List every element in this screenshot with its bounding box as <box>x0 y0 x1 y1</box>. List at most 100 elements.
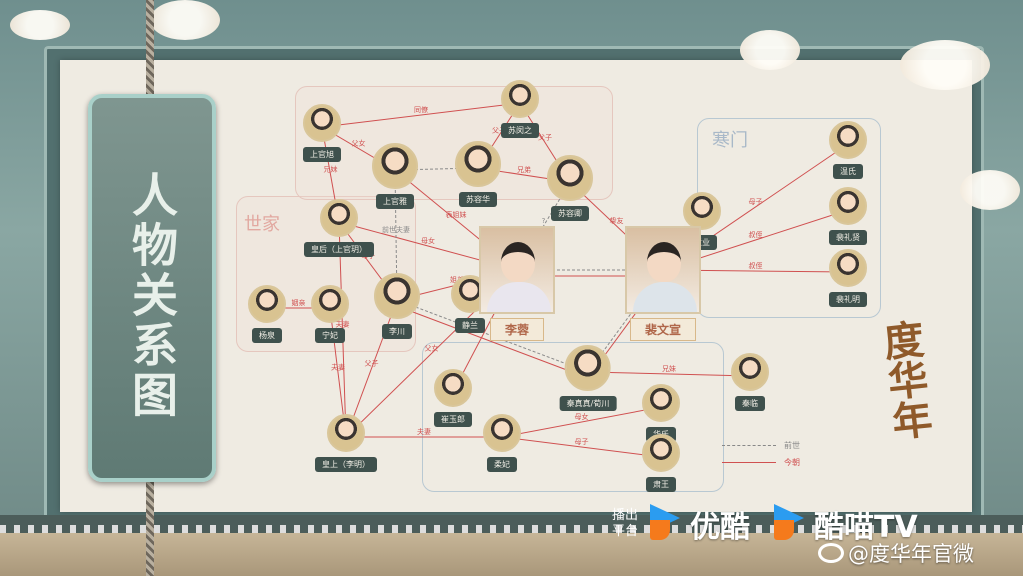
edge-qin_zhenzhen-qin_lin <box>587 371 751 377</box>
blossom-decoration <box>10 10 70 40</box>
legend-past-label: 前世 <box>784 441 800 450</box>
page-title: 人物关系图 <box>125 171 179 421</box>
platform-label: 播出平台 <box>612 508 638 540</box>
edge-li_chuan-qin_zhenzhen <box>396 305 589 379</box>
edge-label: 父子 <box>538 134 552 142</box>
character-node-huang_shang[interactable]: 皇上（李明） <box>315 414 377 472</box>
character-node-qin_zhenzhen[interactable]: 秦真真/荀川 <box>559 345 617 411</box>
character-portrait <box>434 369 472 407</box>
edge-label: 姻亲 <box>292 298 306 307</box>
palace-wall <box>0 515 1023 576</box>
edge-shangguan_xu-su_minzhi <box>321 102 521 128</box>
zone-palace <box>422 342 724 492</box>
character-portrait <box>642 434 680 472</box>
character-node-rou_fei[interactable]: 柔妃 <box>483 414 521 472</box>
title-plaque: 人物关系图 <box>88 94 216 482</box>
blossom-decoration <box>960 170 1020 210</box>
character-name: 上官旭 <box>303 147 341 162</box>
character-node-su_ronghua[interactable]: 苏容华 <box>455 141 501 207</box>
platform-label-line2: 平台 <box>612 524 639 539</box>
character-name: 上官雅 <box>376 194 414 209</box>
kumiao-logo-icon <box>774 504 808 544</box>
legend-past: 前世 <box>722 440 800 451</box>
edge-label: 夫妻 <box>331 363 345 372</box>
character-portrait <box>683 192 721 230</box>
lead-portrait-pei-wenxuan[interactable] <box>625 226 701 314</box>
character-name: 柔妃 <box>487 457 517 472</box>
character-portrait <box>731 353 769 391</box>
edge-label: 父子 <box>365 360 379 368</box>
character-name: 皇后（上官玥） <box>304 242 374 257</box>
character-node-pei_liming[interactable]: 裴礼明 <box>829 249 867 307</box>
character-node-li_chuan[interactable]: 李川 <box>374 273 420 339</box>
edge-label: 母女 <box>575 412 589 421</box>
lead-portrait-li-rong[interactable] <box>479 226 555 314</box>
character-node-shangguan_xu[interactable]: 上官旭 <box>303 104 341 162</box>
edge-label: 挚友 <box>610 216 624 225</box>
character-name: 苏闵之 <box>501 123 539 138</box>
edge-label: 母子 <box>749 198 763 206</box>
character-node-qin_lin[interactable]: 秦临 <box>731 353 769 411</box>
edge-label: 父子 <box>492 127 506 135</box>
edge-label: 表姐妹 <box>446 210 467 219</box>
platform-label-line1: 播出 <box>612 508 639 523</box>
character-portrait <box>374 273 420 319</box>
blossom-decoration <box>740 30 800 70</box>
character-portrait <box>320 199 358 237</box>
edge-rou_fei-hua_le <box>501 406 662 438</box>
edge-li_chuan-huang_shang <box>345 299 398 438</box>
character-node-yang_quan[interactable]: 杨泉 <box>248 285 286 343</box>
character-node-su_rongqing[interactable]: 苏容卿 <box>547 155 593 221</box>
edge-label: 兄妹 <box>662 364 676 373</box>
edge-label: 前世夫妻 <box>382 225 410 234</box>
character-name: 苏容华 <box>459 192 497 207</box>
edge-label: 母女 <box>421 236 435 245</box>
character-node-pei_lixian[interactable]: 裴礼贤 <box>829 187 867 245</box>
edge-shangguan_ya-su_ronghua <box>394 167 479 171</box>
character-portrait <box>564 345 611 391</box>
character-name: 宁妃 <box>315 328 345 343</box>
character-node-cui_yulang[interactable]: 崔玉郎 <box>434 369 472 427</box>
character-node-su_minzhi[interactable]: 苏闵之 <box>501 80 539 138</box>
character-portrait <box>829 249 867 287</box>
character-portrait <box>303 104 341 142</box>
edge-label: 父女 <box>425 344 439 353</box>
edge-label: 叔侄 <box>749 230 763 239</box>
edge-label: 夫妻 <box>336 320 350 329</box>
character-name: 温氏 <box>833 164 863 179</box>
character-portrait <box>455 141 501 187</box>
lead-name-pei-wenxuan: 裴文宣 <box>629 318 697 341</box>
character-portrait <box>829 187 867 225</box>
character-node-su_wang[interactable]: 肃王 <box>642 434 680 492</box>
character-name: 李川 <box>382 324 412 339</box>
blossom-decoration <box>150 0 220 40</box>
character-name: 皇上（李明） <box>315 457 377 472</box>
character-portrait <box>311 285 349 323</box>
character-portrait <box>372 143 418 189</box>
weibo-icon <box>818 543 844 563</box>
weibo-watermark: @度华年官微 <box>818 538 974 568</box>
edge-label: 父女 <box>352 139 366 148</box>
edge-rou_fei-su_wang <box>501 436 662 458</box>
legend-now-label: 今朝 <box>784 458 800 467</box>
zone-label-shijia: 世家 <box>244 214 280 235</box>
edge-label: ? <box>542 217 546 225</box>
youku-logo-icon <box>650 504 684 544</box>
edge-label: 兄弟 <box>517 165 531 174</box>
youku-brand[interactable]: 优酷 <box>690 510 751 545</box>
character-name: 苏容卿 <box>551 206 589 221</box>
character-name: 秦真真/荀川 <box>559 396 617 411</box>
character-name: 肃王 <box>646 477 676 492</box>
character-portrait <box>642 384 680 422</box>
character-node-wen_shi[interactable]: 温氏 <box>829 121 867 179</box>
character-portrait <box>547 155 593 201</box>
edge-label: 同僚 <box>414 105 428 114</box>
character-portrait <box>248 285 286 323</box>
character-node-huanghou[interactable]: 皇后（上官玥） <box>304 199 374 257</box>
rope <box>146 0 154 100</box>
character-node-shangguan_ya[interactable]: 上官雅 <box>372 143 418 209</box>
character-node-ning_fei[interactable]: 宁妃 <box>311 285 349 343</box>
character-name: 静兰 <box>455 318 485 333</box>
character-portrait <box>501 80 539 118</box>
kumiao-brand[interactable]: 酷喵TV <box>814 510 918 545</box>
